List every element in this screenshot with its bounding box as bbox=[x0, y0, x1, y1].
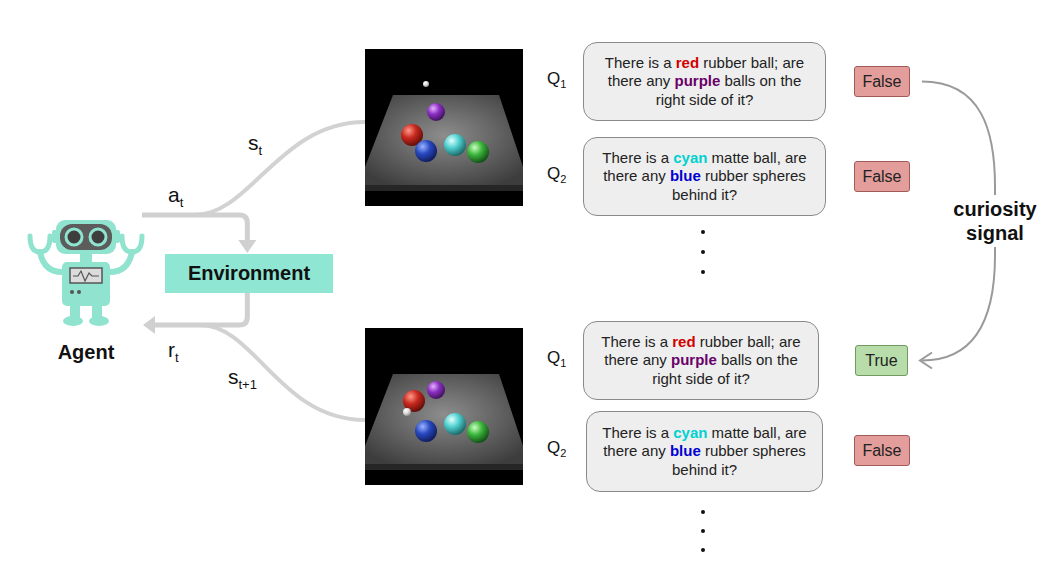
question-label: Q2 bbox=[547, 439, 566, 459]
scene-image bbox=[365, 49, 523, 206]
color-word: purple bbox=[674, 72, 720, 89]
state-label: st bbox=[248, 132, 262, 157]
node-text: Environment bbox=[188, 262, 310, 285]
action-arrow bbox=[142, 215, 256, 253]
color-word: red bbox=[676, 54, 699, 71]
edge-label: at bbox=[168, 184, 183, 209]
node-text: There is a red rubber ball; are there an… bbox=[594, 333, 808, 388]
scene-image bbox=[365, 374, 523, 464]
color-word: cyan bbox=[673, 149, 707, 166]
reward-arrow bbox=[143, 316, 155, 334]
ellipsis-dots bbox=[701, 250, 705, 254]
robot-illustration bbox=[70, 268, 102, 283]
robot-illustration bbox=[30, 220, 142, 326]
robot-illustration bbox=[110, 252, 132, 272]
action-arrow bbox=[238, 240, 256, 253]
ellipsis-dots bbox=[701, 270, 705, 274]
robot-illustration bbox=[40, 252, 62, 272]
edge-label: curiosity signal bbox=[940, 195, 1050, 247]
question-box: There is a cyan matte ball, are there an… bbox=[586, 411, 823, 492]
question-box: There is a red rubber ball; are there an… bbox=[583, 321, 819, 400]
robot-illustration bbox=[70, 290, 74, 294]
scene-image bbox=[365, 328, 523, 485]
robot-illustration bbox=[89, 316, 109, 326]
color-word: blue bbox=[670, 442, 701, 459]
color-word: purple bbox=[671, 351, 717, 368]
color-word: cyan bbox=[673, 424, 707, 441]
scene-image bbox=[403, 408, 411, 416]
curiosity-arrow bbox=[920, 353, 932, 369]
question-box: There is a red rubber ball; are there an… bbox=[583, 42, 826, 121]
color-word: red bbox=[672, 333, 695, 350]
scene-image bbox=[415, 420, 437, 442]
scene-image bbox=[365, 328, 523, 485]
robot-illustration bbox=[60, 224, 112, 250]
scene-image bbox=[365, 49, 523, 206]
scene-image bbox=[365, 95, 523, 185]
node-text: There is a red rubber ball; are there an… bbox=[594, 54, 815, 109]
robot-illustration bbox=[62, 262, 110, 306]
robot-illustration bbox=[56, 220, 116, 254]
ellipsis-dots bbox=[701, 529, 705, 533]
node-text: There is a cyan matte ball, are there an… bbox=[594, 149, 815, 204]
scene-image bbox=[427, 103, 445, 121]
reward-arrow bbox=[154, 293, 247, 325]
scene-image bbox=[365, 185, 523, 191]
question-box: There is a cyan matte ball, are there an… bbox=[583, 137, 826, 216]
node-text: False bbox=[862, 168, 901, 186]
node-text: True bbox=[865, 352, 897, 370]
node-text: False bbox=[862, 73, 901, 91]
scene-image bbox=[423, 81, 429, 87]
environment-box: Environment bbox=[165, 254, 333, 293]
scene-image bbox=[365, 464, 523, 470]
scene-image bbox=[444, 134, 466, 156]
reward-arrow bbox=[143, 293, 247, 334]
robot-illustration bbox=[66, 229, 82, 245]
question-label: Q1 bbox=[547, 70, 566, 90]
node-text: Agent bbox=[58, 341, 115, 368]
ellipsis-dots bbox=[701, 548, 705, 552]
node-text: There is a cyan matte ball, are there an… bbox=[597, 424, 812, 479]
question-label: Q2 bbox=[547, 165, 566, 185]
answer-box: False bbox=[854, 161, 910, 192]
answer-box: False bbox=[854, 66, 910, 97]
state-label: st+1 bbox=[228, 366, 257, 391]
ellipsis-dots bbox=[701, 230, 705, 234]
scene-image bbox=[427, 381, 445, 399]
state-curve bbox=[200, 325, 365, 420]
answer-box: False bbox=[854, 435, 910, 466]
robot-illustration bbox=[73, 271, 99, 281]
agent-node: Agent bbox=[30, 203, 142, 368]
robot-illustration bbox=[77, 290, 81, 294]
state-curve bbox=[195, 122, 365, 215]
scene-image bbox=[415, 140, 437, 162]
node-text: False bbox=[862, 442, 901, 460]
question-label: Q1 bbox=[547, 349, 566, 369]
robot-illustration bbox=[30, 236, 50, 252]
robot-illustration bbox=[122, 236, 142, 252]
robot-illustration bbox=[80, 254, 92, 263]
robot-illustration bbox=[63, 316, 83, 326]
answer-box: True bbox=[855, 345, 908, 376]
ellipsis-dots bbox=[701, 510, 705, 514]
action-arrow bbox=[142, 215, 247, 242]
edge-label: rt bbox=[168, 339, 179, 364]
scene-image bbox=[467, 421, 489, 443]
scene-image bbox=[467, 141, 489, 163]
color-word: blue bbox=[670, 167, 701, 184]
scene-image bbox=[444, 413, 466, 435]
robot-illustration bbox=[90, 229, 106, 245]
